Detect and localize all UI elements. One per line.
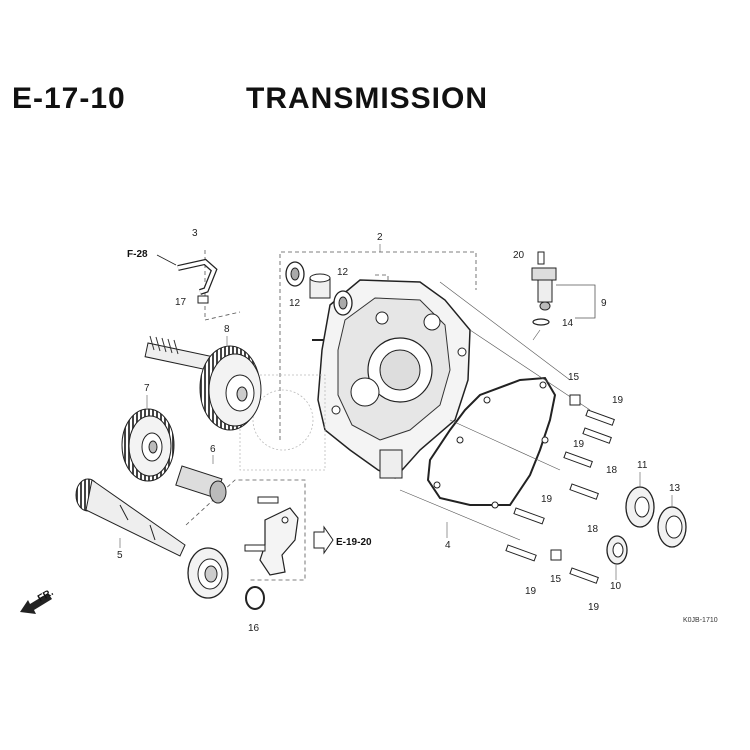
gasket-holes	[433, 381, 549, 509]
label-13: 13	[669, 483, 681, 494]
label-17: 17	[175, 297, 187, 308]
label-15-bottom: 15	[550, 574, 562, 585]
label-5: 5	[117, 550, 123, 561]
ref-front: FR.	[36, 587, 56, 605]
label-12-left: 12	[289, 298, 301, 309]
label-12-right: 12	[337, 267, 349, 278]
counter-gear-8	[144, 335, 262, 431]
label-10: 10	[610, 581, 622, 592]
leader-lines	[399, 281, 591, 541]
main-shaft-5	[75, 478, 186, 557]
ref-f28: F-28	[127, 249, 148, 260]
label-19-e: 19	[588, 602, 600, 613]
shift-plate	[259, 507, 299, 576]
label-8: 8	[224, 324, 230, 335]
label-19-a: 19	[612, 395, 624, 406]
transmission-case	[312, 279, 471, 479]
label-7: 7	[144, 383, 150, 394]
label-4: 4	[445, 540, 451, 551]
label-20: 20	[513, 250, 525, 261]
reference-arrow	[313, 525, 334, 555]
collar	[309, 273, 331, 299]
bracket-3	[204, 250, 241, 321]
label-19-d: 19	[525, 586, 537, 597]
label-18-bottom: 18	[587, 524, 599, 535]
label-9: 9	[601, 298, 607, 309]
bolt-20	[537, 251, 545, 265]
bearings-12	[285, 261, 353, 316]
clip-17	[197, 295, 209, 304]
o-ring-14	[532, 318, 550, 326]
label-6: 6	[210, 444, 216, 455]
label-2: 2	[377, 232, 383, 243]
bolts	[505, 394, 615, 584]
label-11: 11	[637, 460, 648, 471]
label-15-top: 15	[568, 372, 580, 383]
gear-6	[175, 465, 227, 504]
plate-bolts	[244, 496, 289, 552]
bearing-11	[625, 486, 655, 528]
label-3: 3	[192, 228, 198, 239]
bearing-13	[657, 506, 687, 548]
ref-e1920: E-19-20	[336, 537, 372, 548]
label-16: 16	[248, 623, 260, 634]
label-19-c: 19	[541, 494, 553, 505]
section-code: E-17-10	[12, 82, 126, 115]
label-19-b: 19	[573, 439, 585, 450]
label-18-top: 18	[606, 465, 618, 476]
bearing-big	[187, 547, 229, 599]
label-14: 14	[562, 318, 574, 329]
gasket	[426, 376, 557, 506]
gear-7	[121, 408, 175, 482]
bearing-10	[606, 535, 628, 565]
front-arrow	[20, 593, 52, 614]
diagram-code: K0JB-1710	[683, 617, 718, 624]
page-title: TRANSMISSION	[246, 82, 489, 115]
oil-seal-16	[245, 586, 265, 610]
speed-sensor-9	[531, 267, 596, 319]
